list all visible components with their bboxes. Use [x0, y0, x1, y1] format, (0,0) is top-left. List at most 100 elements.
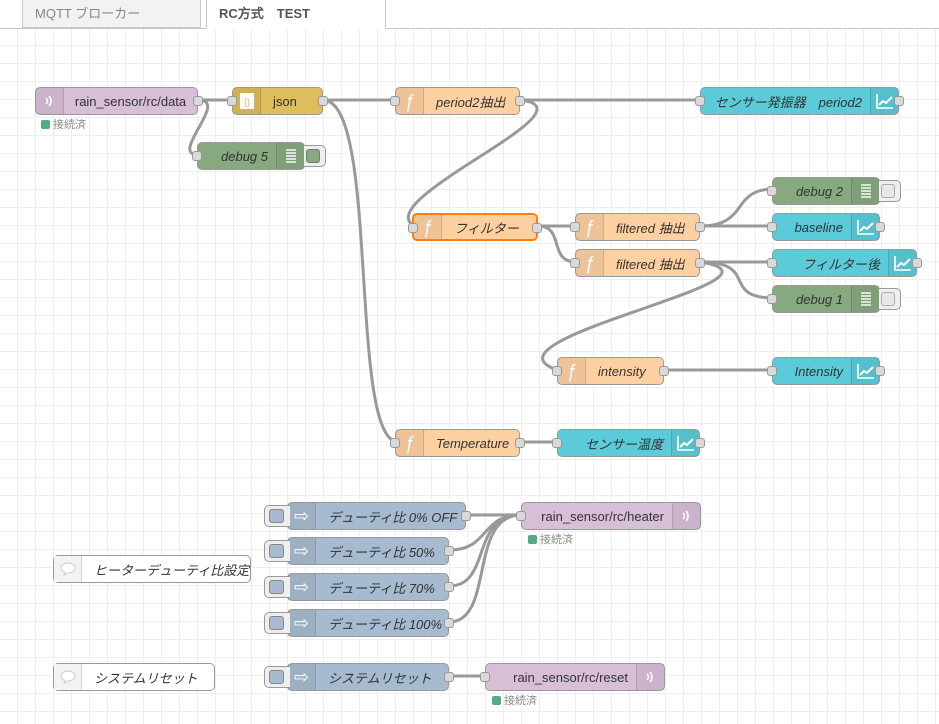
input-port[interactable] — [552, 366, 562, 376]
debug-icon — [276, 143, 304, 169]
wire[interactable] — [406, 98, 539, 228]
chart-node-period2[interactable]: センサー発振器 period2 — [695, 87, 904, 115]
output-port[interactable] — [444, 582, 454, 592]
inject-node-duty-50[interactable]: ⇨ デューティ比 50% — [264, 537, 454, 565]
inject-trigger-button[interactable] — [264, 576, 290, 598]
inject-node-reset[interactable]: ⇨ システムリセット — [264, 663, 454, 691]
wire[interactable] — [448, 513, 522, 624]
input-port[interactable] — [390, 96, 400, 106]
wire[interactable] — [322, 98, 399, 444]
output-port[interactable] — [444, 672, 454, 682]
output-port[interactable] — [515, 438, 525, 448]
chart-icon — [671, 430, 699, 456]
inject-trigger-button[interactable] — [264, 612, 290, 634]
input-port[interactable] — [767, 222, 777, 232]
wire[interactable] — [699, 260, 775, 300]
debug-toggle-button[interactable] — [879, 180, 901, 202]
output-port[interactable] — [695, 258, 705, 268]
function-node-intensity[interactable]: ƒ intensity — [552, 357, 669, 385]
node-label: baseline — [794, 219, 843, 235]
output-port[interactable] — [193, 96, 203, 106]
output-port[interactable] — [515, 96, 525, 106]
output-port[interactable] — [444, 618, 454, 628]
inject-node-duty-70[interactable]: ⇨ デューティ比 70% — [264, 573, 454, 601]
inject-node-duty-100[interactable]: ⇨ デューティ比 100% — [264, 609, 454, 637]
debug-node-1[interactable]: debug 1 — [767, 285, 901, 313]
comment-node-reset[interactable]: システムリセット — [53, 663, 215, 691]
output-port[interactable] — [912, 258, 922, 268]
node-label: rain_sensor/rc/data — [74, 93, 187, 109]
chart-icon — [870, 88, 898, 114]
mqtt-out-node-heater[interactable]: rain_sensor/rc/heater — [516, 502, 701, 530]
output-port[interactable] — [695, 222, 705, 232]
inject-trigger-button[interactable] — [264, 540, 290, 562]
node-label: ヒーターデューティ比設定 — [94, 562, 250, 578]
output-port[interactable] — [659, 366, 669, 376]
wire[interactable] — [537, 224, 577, 264]
status-connected: 接続済 — [41, 116, 86, 132]
output-port[interactable] — [318, 96, 328, 106]
debug-node-5[interactable]: debug 5 — [192, 142, 326, 170]
inject-trigger-button[interactable] — [264, 505, 290, 527]
input-port[interactable] — [767, 366, 777, 376]
function-node-filtered-2[interactable]: ƒ filtered 抽出 — [570, 249, 705, 277]
input-port[interactable] — [408, 223, 418, 233]
inject-node-duty-0[interactable]: ⇨ デューティ比 0% OFF — [264, 502, 471, 530]
function-node-period2[interactable]: ƒ period2抽出 — [390, 87, 525, 115]
inject-icon: ⇨ — [288, 610, 316, 636]
chart-node-filtered[interactable]: フィルター後 — [767, 249, 922, 277]
output-port[interactable] — [875, 366, 885, 376]
wire[interactable] — [699, 187, 775, 228]
input-port[interactable] — [552, 438, 562, 448]
json-node[interactable]: {} json — [227, 87, 328, 115]
input-port[interactable] — [480, 672, 490, 682]
output-port[interactable] — [444, 546, 454, 556]
node-label: Intensity — [794, 363, 843, 379]
input-port[interactable] — [390, 438, 400, 448]
mqtt-out-node-reset[interactable]: rain_sensor/rc/reset — [480, 663, 665, 691]
status-dot-icon — [41, 119, 50, 129]
status-connected: 接続済 — [528, 531, 573, 547]
chart-node-temperature[interactable]: センサー温度 — [552, 429, 705, 457]
inject-trigger-button[interactable] — [264, 666, 290, 688]
tab-rc-test[interactable]: RC方式 TEST — [206, 0, 386, 29]
node-label: デューティ比 0% OFF — [328, 509, 458, 525]
node-label: debug 5 — [221, 148, 268, 164]
wire[interactable] — [188, 98, 210, 157]
input-port[interactable] — [570, 222, 580, 232]
debug-node-2[interactable]: debug 2 — [767, 177, 901, 205]
chart-icon — [851, 214, 879, 240]
debug-toggle-button[interactable] — [304, 145, 326, 167]
input-port[interactable] — [767, 258, 777, 268]
input-port[interactable] — [767, 294, 777, 304]
input-port[interactable] — [767, 186, 777, 196]
function-node-filtered-1[interactable]: ƒ filtered 抽出 — [570, 213, 705, 241]
debug-toggle-button[interactable] — [879, 288, 901, 310]
chart-node-baseline[interactable]: baseline — [767, 213, 885, 241]
output-port[interactable] — [894, 96, 904, 106]
input-port[interactable] — [516, 511, 526, 521]
flow-canvas[interactable]: rain_sensor/rc/data 接続済 {} json debug 5 … — [0, 29, 939, 724]
output-port[interactable] — [532, 223, 542, 233]
function-node-temperature[interactable]: ƒ Temperature — [390, 429, 525, 457]
node-label: システムリセット — [328, 670, 432, 686]
function-icon: ƒ — [558, 358, 586, 384]
input-port[interactable] — [695, 96, 705, 106]
output-port[interactable] — [695, 438, 705, 448]
node-label: センサー発振器 period2 — [714, 94, 862, 110]
input-port[interactable] — [227, 96, 237, 106]
output-port[interactable] — [461, 511, 471, 521]
wire[interactable] — [541, 260, 724, 372]
node-label: デューティ比 50% — [328, 544, 435, 560]
node-label: filtered 抽出 — [616, 220, 685, 236]
node-label: rain_sensor/rc/heater — [541, 508, 664, 524]
comment-node-heater[interactable]: ヒーターデューティ比設定 — [53, 555, 251, 583]
input-port[interactable] — [570, 258, 580, 268]
output-port[interactable] — [875, 222, 885, 232]
tab-mqtt-broker[interactable]: MQTT ブローカー — [22, 0, 201, 28]
function-node-filter[interactable]: ƒ フィルター — [408, 213, 542, 241]
mqtt-in-node-data[interactable]: rain_sensor/rc/data — [35, 87, 203, 115]
chart-node-intensity[interactable]: Intensity — [767, 357, 885, 385]
input-port[interactable] — [192, 151, 202, 161]
status-text: 接続済 — [540, 534, 573, 546]
